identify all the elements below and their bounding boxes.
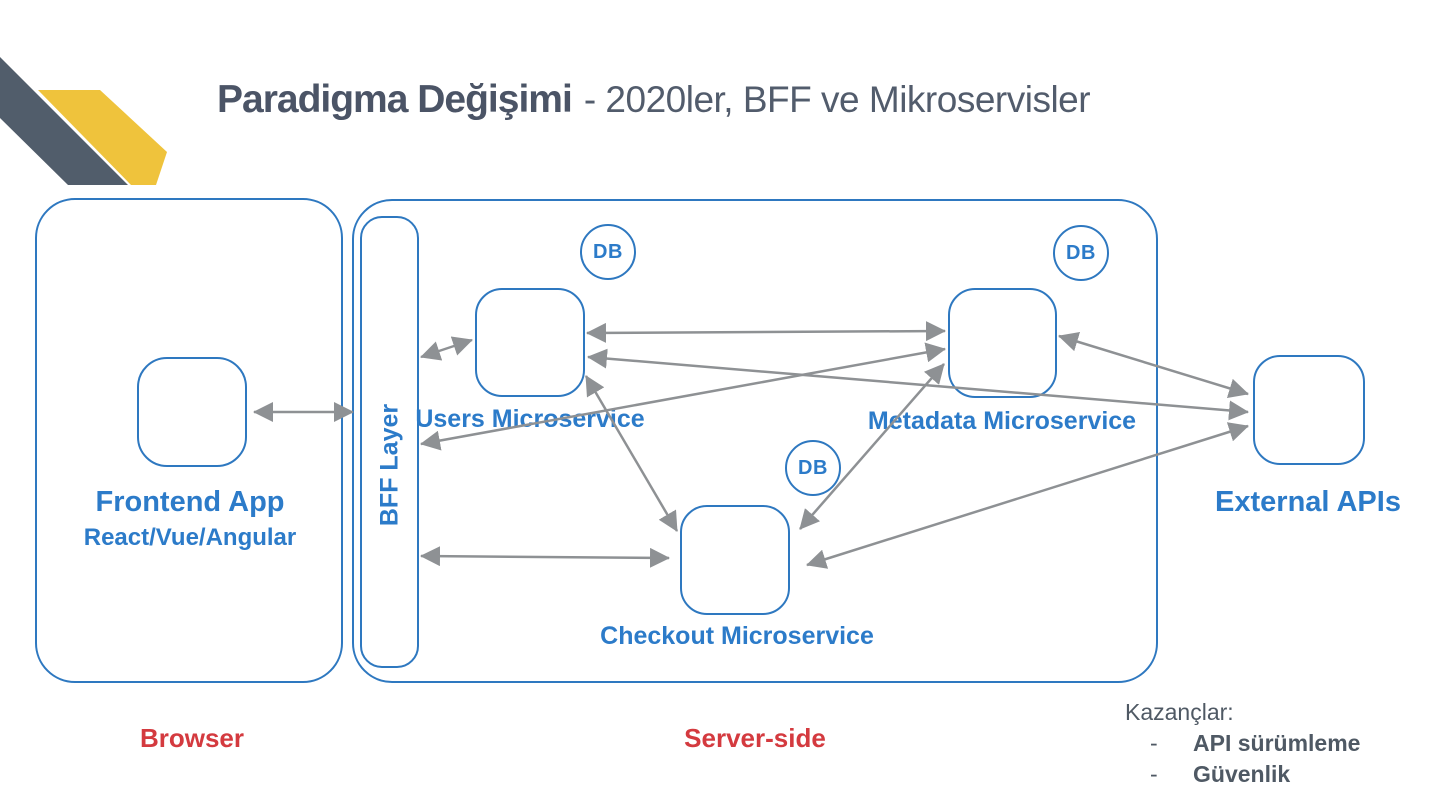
bff-layer-box bbox=[360, 216, 419, 668]
slide-title-rest: - 2020ler, BFF ve Mikroservisler bbox=[583, 79, 1091, 120]
frontend-app-node bbox=[137, 357, 247, 467]
benefits-heading: Kazançlar: bbox=[1125, 699, 1234, 725]
users-db-icon: DB bbox=[580, 224, 636, 280]
frontend-app-label: Frontend App bbox=[95, 486, 285, 518]
corner-decoration bbox=[0, 0, 220, 200]
checkout-microservice-label: Checkout Microservice bbox=[600, 622, 874, 650]
server-zone-label: Server-side bbox=[684, 723, 826, 753]
benefit-item-label: Güvenlik bbox=[1193, 761, 1291, 787]
browser-zone-box bbox=[35, 198, 343, 683]
frontend-frameworks-label: React/Vue/Angular bbox=[83, 524, 297, 551]
benefit-item-label: API sürümleme bbox=[1193, 730, 1361, 756]
slide-title: Paradigma Değişimi- 2020ler, BFF ve Mikr… bbox=[217, 78, 1091, 122]
external-apis-node bbox=[1253, 355, 1365, 465]
benefits-note: Kazançlar: - API sürümleme - Güvenlik bbox=[1125, 697, 1360, 790]
benefit-bullet: - bbox=[1150, 761, 1158, 787]
metadata-microservice-label: Metadata Microservice bbox=[867, 407, 1137, 435]
checkout-microservice-node bbox=[680, 505, 790, 615]
bff-layer-label: BFF Layer bbox=[375, 403, 404, 527]
users-microservice-node bbox=[475, 288, 585, 397]
browser-zone-label: Browser bbox=[139, 723, 245, 753]
users-microservice-label: Users Microservice bbox=[415, 405, 645, 433]
benefit-item: - API sürümleme bbox=[1150, 728, 1360, 759]
slide-title-bold: Paradigma Değişimi bbox=[217, 78, 573, 121]
benefit-item: - Güvenlik bbox=[1150, 759, 1360, 790]
metadata-microservice-node bbox=[948, 288, 1057, 398]
external-apis-label: External APIs bbox=[1215, 486, 1401, 518]
metadata-db-icon: DB bbox=[1053, 225, 1109, 281]
checkout-db-icon: DB bbox=[785, 440, 841, 496]
benefit-bullet: - bbox=[1150, 730, 1158, 756]
